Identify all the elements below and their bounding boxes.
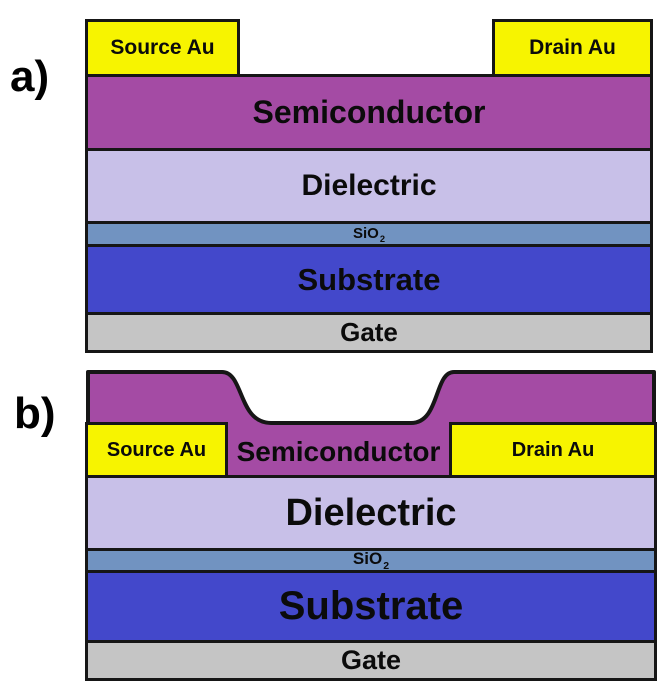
panel-a-label: a) xyxy=(10,52,50,101)
dielectric-layer-b-label: Dielectric xyxy=(285,491,457,534)
gate-layer-b-label: Gate xyxy=(340,645,402,675)
panel-b-label: b) xyxy=(14,389,56,438)
source-electrode-a: Source Au xyxy=(85,19,240,77)
drain-electrode-a: Drain Au xyxy=(492,19,653,77)
sio2-layer-a: SiO2 xyxy=(88,224,650,247)
sio2-subscript-a: 2 xyxy=(379,233,385,244)
layer-stack-b: Dielectric SiO2 Substrate Gate xyxy=(85,475,657,681)
drain-electrode-b: Drain Au xyxy=(449,422,657,478)
gate-layer-a: Gate xyxy=(88,315,650,350)
semiconductor-layer-a-label: Semiconductor xyxy=(252,94,486,130)
substrate-layer-a-label: Substrate xyxy=(297,261,441,297)
dielectric-layer-a-label: Dielectric xyxy=(301,169,437,202)
layer-stack-a: Semiconductor Dielectric SiO2 Substrate … xyxy=(85,74,653,353)
semiconductor-layer-b-label: Semiconductor xyxy=(236,435,441,467)
sio2-layer-b: SiO2 xyxy=(88,549,654,573)
gate-layer-a-label: Gate xyxy=(340,317,398,347)
sio2-layer-b-label: SiO2 xyxy=(352,549,390,572)
semiconductor-layer-a: Semiconductor xyxy=(88,77,650,151)
sio2-layer-a-label: SiO2 xyxy=(352,224,385,244)
substrate-layer-b-label: Substrate xyxy=(278,584,464,628)
drain-electrode-b-label: Drain Au xyxy=(511,438,595,461)
dielectric-layer-b: Dielectric xyxy=(88,478,654,551)
source-electrode-b: Source Au xyxy=(85,422,228,478)
source-electrode-b-label: Source Au xyxy=(106,438,207,461)
source-electrode-a-label: Source Au xyxy=(110,36,215,59)
gate-layer-b: Gate xyxy=(88,643,654,678)
substrate-layer-b: Substrate xyxy=(88,573,654,643)
sio2-subscript-b: 2 xyxy=(383,559,390,572)
drain-electrode-a-label: Drain Au xyxy=(529,36,616,59)
substrate-layer-a: Substrate xyxy=(88,247,650,315)
dielectric-layer-a: Dielectric xyxy=(88,151,650,224)
